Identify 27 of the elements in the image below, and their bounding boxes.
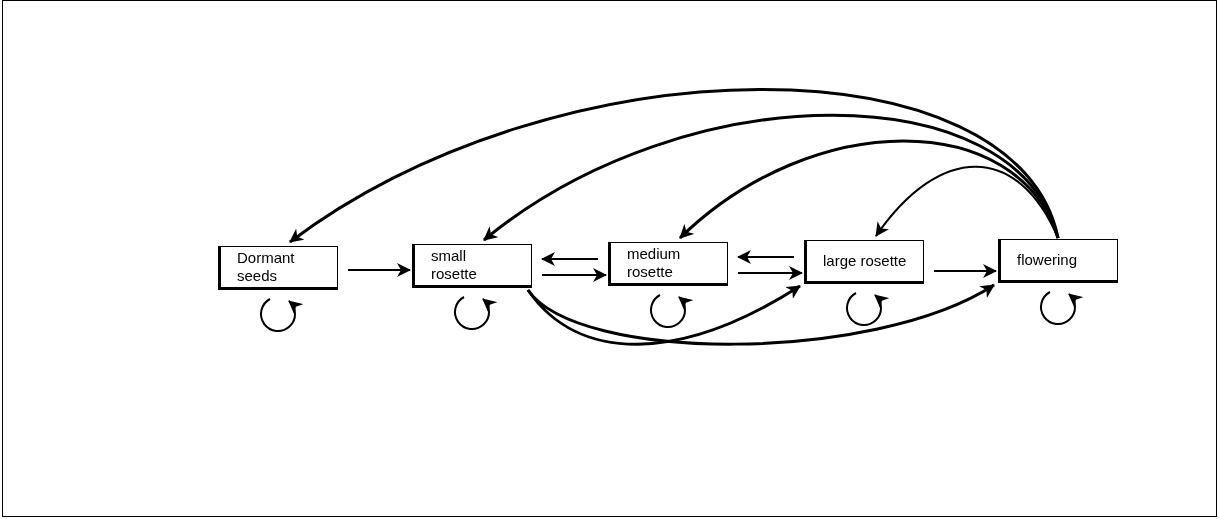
- self-loop-arrow: [260, 298, 304, 332]
- stage-label: large rosette: [823, 252, 907, 270]
- arrow: [541, 268, 607, 282]
- arrow: [737, 250, 795, 264]
- stage-label: medium rosette: [627, 245, 682, 281]
- arrow: [541, 252, 599, 266]
- arrow: [933, 264, 997, 278]
- stage-label: small rosette: [431, 247, 478, 283]
- stage-label: flowering: [1017, 251, 1079, 269]
- self-loop-arrow: [846, 292, 890, 326]
- arrow: [526, 283, 995, 346]
- self-loop-arrow: [1040, 291, 1084, 325]
- arrow: [875, 165, 1059, 239]
- arrow: [679, 139, 1060, 240]
- stage-box: [804, 240, 924, 284]
- stage-box: [608, 242, 728, 286]
- arrow: [289, 88, 1060, 244]
- stage-box: [998, 239, 1118, 283]
- stage-box: [412, 244, 532, 288]
- arrow: [526, 284, 801, 346]
- arrow: [737, 266, 803, 280]
- arrow: [347, 263, 411, 277]
- self-loop-arrow: [650, 294, 694, 328]
- stage-box: [218, 246, 338, 290]
- stage-label: Dormant seeds: [237, 249, 296, 285]
- self-loop-arrow: [454, 296, 498, 330]
- arrow: [483, 113, 1060, 242]
